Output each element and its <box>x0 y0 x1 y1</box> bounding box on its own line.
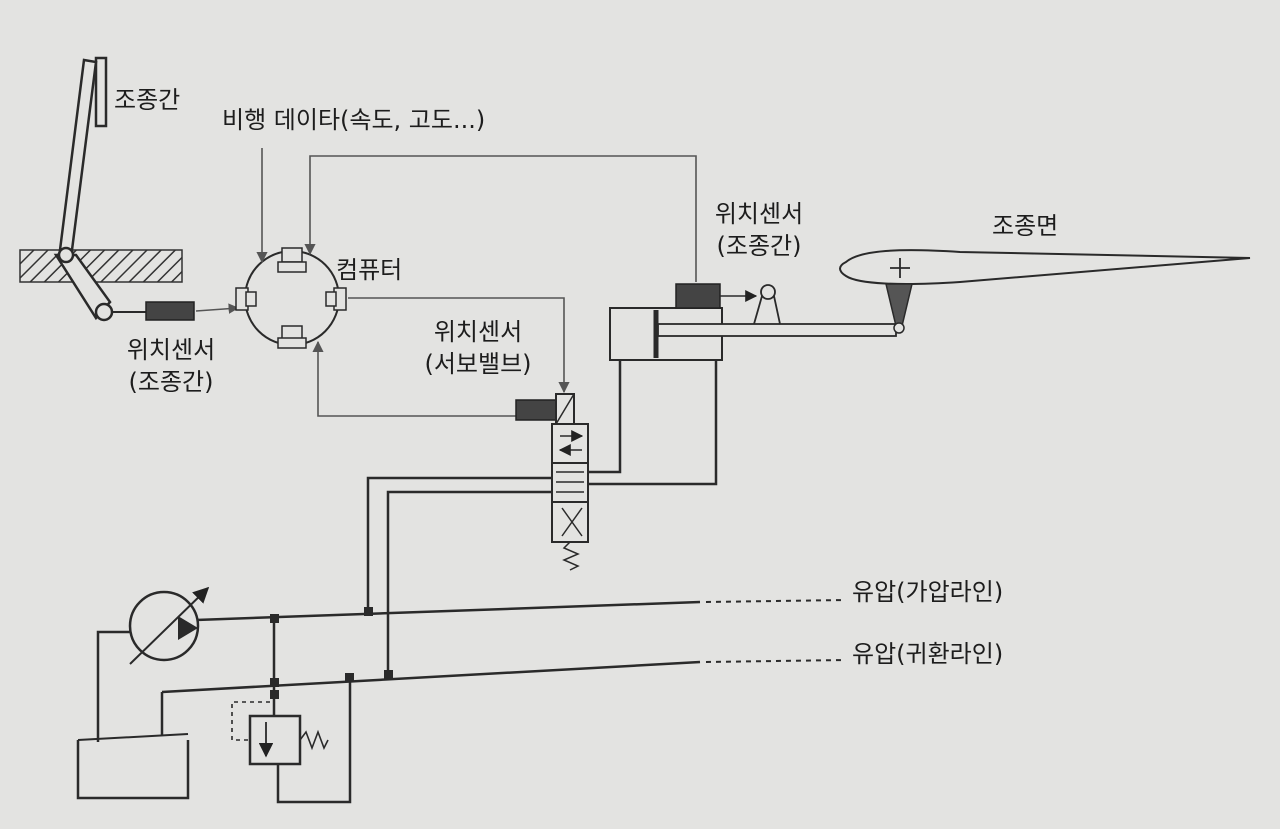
actuator-cylinder <box>609 283 897 361</box>
label-position-sensor-servo: 위치센서 <box>433 318 523 346</box>
label-position-sensor-servo-sub: (서보밸브) <box>424 350 532 378</box>
servo-valve <box>515 393 589 571</box>
hydraulic-lines <box>96 360 847 804</box>
label-control-surface: 조종면 <box>992 212 1059 240</box>
control-surface-airfoil <box>839 249 1251 334</box>
hydraulic-pump <box>128 586 210 665</box>
label-hydraulic-pressure-line: 유압(가압라인) <box>852 578 1004 606</box>
label-position-sensor-right: 위치센서 <box>714 200 804 228</box>
label-control-stick: 조종간 <box>114 86 181 114</box>
relief-valve <box>231 701 329 766</box>
label-position-sensor-right-sub: (조종간) <box>716 232 802 260</box>
signal-lines <box>256 148 697 417</box>
label-computer: 컴퓨터 <box>336 256 403 284</box>
floor-hatch <box>19 249 183 283</box>
control-stick <box>53 56 114 322</box>
label-hydraulic-return-line: 유압(귀환라인) <box>852 640 1004 668</box>
computer <box>235 247 347 349</box>
label-position-sensor-left-sub: (조종간) <box>128 368 214 396</box>
reservoir-tank <box>76 733 190 800</box>
position-sensor-stick-left <box>112 301 240 321</box>
junction-dots <box>270 607 393 699</box>
label-flight-data: 비행 데이타(속도, 고도...) <box>222 106 486 134</box>
label-position-sensor-left: 위치센서 <box>126 336 216 364</box>
